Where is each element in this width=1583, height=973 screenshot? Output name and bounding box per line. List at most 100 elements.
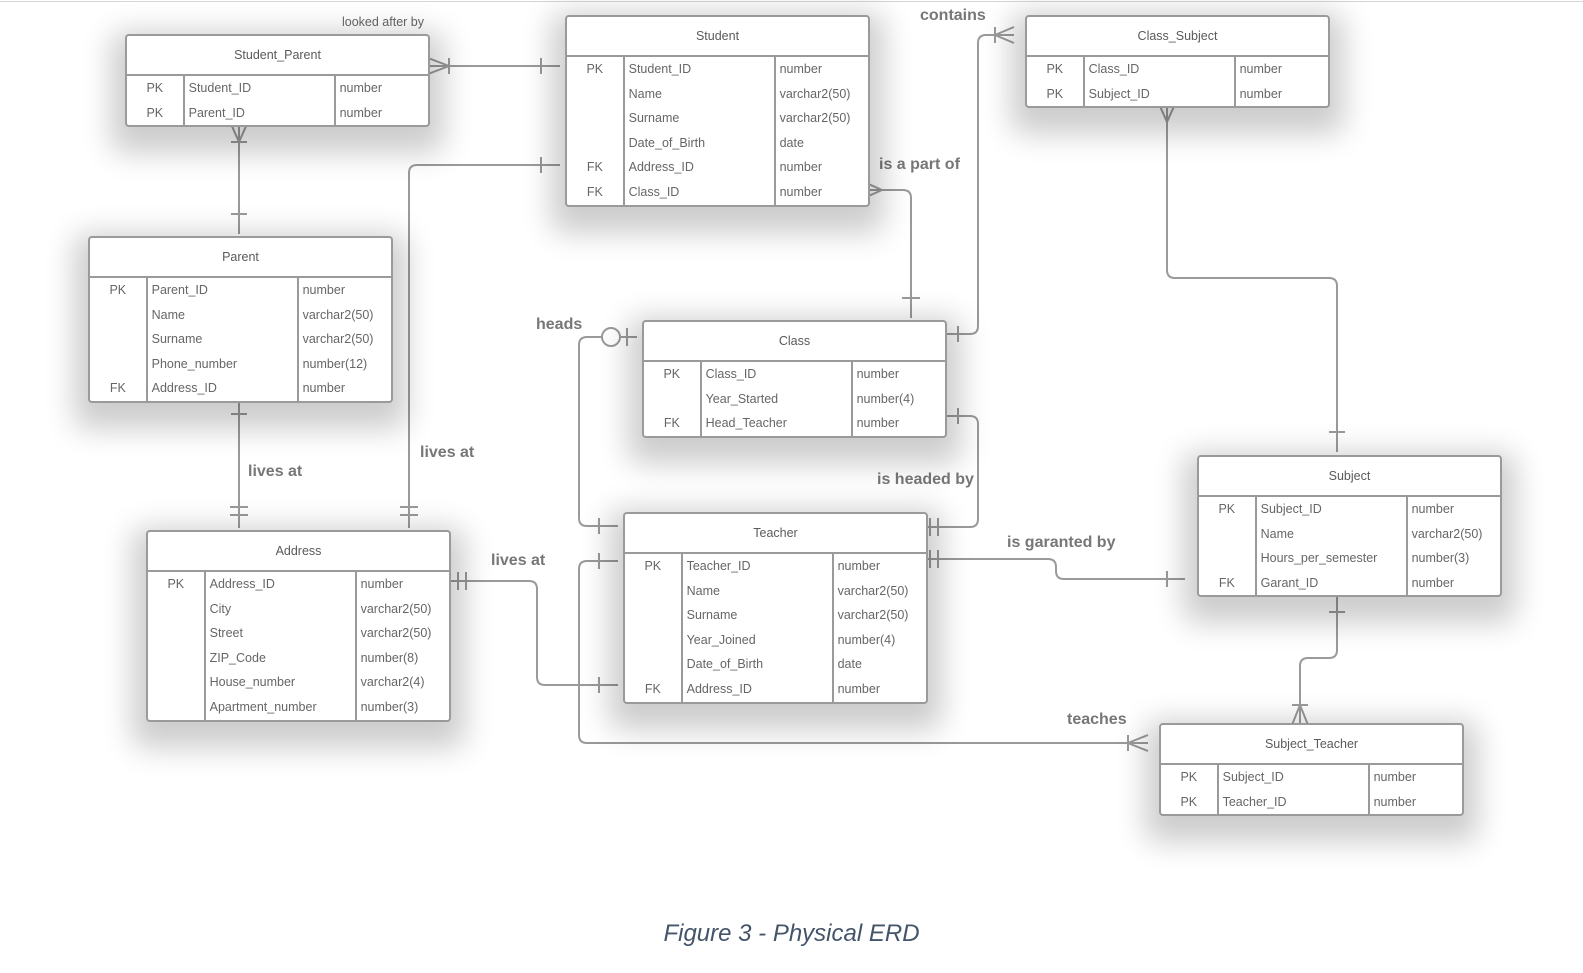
relation-label-is-garanted-by: is garanted by bbox=[1007, 534, 1116, 551]
attribute-type: number bbox=[856, 416, 899, 431]
connector-class-teacher-headedby bbox=[920, 415, 979, 528]
attribute-type: number bbox=[837, 681, 880, 696]
attribute-name: Class_ID bbox=[625, 179, 776, 205]
relation-label-looked-after-by: looked after by bbox=[342, 15, 424, 29]
figure-caption: Figure 3 - Physical ERD bbox=[663, 920, 920, 947]
connector-classsubject-class bbox=[940, 34, 1014, 335]
attribute-name: Name bbox=[625, 81, 776, 107]
attribute-type: date bbox=[779, 135, 804, 150]
attribute-type: number bbox=[1411, 502, 1454, 516]
attribute-type: number bbox=[339, 81, 382, 95]
relation-label-heads: heads bbox=[536, 316, 583, 333]
attribute-name: Class_ID bbox=[1085, 57, 1236, 82]
attribute-type: number bbox=[1411, 575, 1454, 590]
connector-student-address bbox=[408, 164, 560, 528]
top-divider bbox=[0, 1, 1583, 2]
attribute-type: number bbox=[360, 577, 403, 591]
connector-subject-subjectteacher bbox=[1299, 590, 1338, 725]
entity-title: Student bbox=[567, 17, 868, 57]
attribute-type: number bbox=[1239, 86, 1282, 101]
entity-title: Student_Parent bbox=[127, 36, 428, 76]
attribute-name: Parent_ID bbox=[185, 100, 336, 126]
key-cell bbox=[1199, 546, 1257, 571]
key-cell bbox=[567, 81, 625, 107]
attribute-name: Street bbox=[206, 621, 357, 646]
key-cell: FK bbox=[567, 179, 625, 205]
attribute-name: ZIP_Code bbox=[206, 645, 357, 671]
connector-teacher-address bbox=[447, 580, 618, 686]
key-cell bbox=[644, 386, 702, 412]
attribute-name: Student_ID bbox=[185, 76, 336, 101]
key-cell: PK bbox=[567, 57, 625, 82]
key-cell bbox=[567, 106, 625, 131]
attribute-type: number(4) bbox=[856, 391, 915, 406]
attribute-name: Subject_ID bbox=[1219, 765, 1370, 790]
attribute-type: number(3) bbox=[360, 699, 419, 714]
attribute-type: number(4) bbox=[837, 632, 896, 647]
attribute-type: varchar2(50) bbox=[837, 608, 909, 623]
crowfoot-cs-subject bbox=[1158, 103, 1176, 125]
attribute-type: varchar2(50) bbox=[837, 583, 909, 598]
attribute-type: date bbox=[837, 657, 862, 672]
attribute-type: number bbox=[302, 283, 345, 297]
attribute-name: Parent_ID bbox=[148, 278, 299, 303]
attribute-type: varchar2(50) bbox=[779, 111, 851, 126]
attribute-name: House_number bbox=[206, 670, 357, 695]
key-cell: FK bbox=[644, 411, 702, 436]
attribute-name: Garant_ID bbox=[1257, 570, 1408, 596]
key-cell bbox=[567, 130, 625, 156]
key-cell: PK bbox=[644, 362, 702, 387]
connector-teacher-subject bbox=[920, 558, 1185, 580]
key-cell bbox=[148, 694, 206, 720]
key-cell bbox=[148, 645, 206, 671]
attribute-name: Address_ID bbox=[625, 155, 776, 180]
key-cell: PK bbox=[90, 278, 148, 303]
attribute-type: varchar2(50) bbox=[360, 601, 432, 616]
key-cell bbox=[148, 596, 206, 622]
entity-title: Class_Subject bbox=[1027, 17, 1328, 57]
key-cell: FK bbox=[567, 155, 625, 180]
attribute-type: number(3) bbox=[1411, 551, 1470, 566]
attribute-name: Subject_ID bbox=[1257, 497, 1408, 522]
entity-title: Subject_Teacher bbox=[1161, 725, 1462, 765]
key-cell: PK bbox=[1161, 789, 1219, 815]
key-cell: PK bbox=[1199, 497, 1257, 522]
key-cell bbox=[148, 621, 206, 646]
attribute-type: varchar2(50) bbox=[302, 332, 374, 347]
attribute-name: Student_ID bbox=[625, 57, 776, 82]
entity-title: Class bbox=[644, 322, 945, 362]
key-cell: FK bbox=[90, 376, 148, 401]
attribute-name: Name bbox=[1257, 521, 1408, 547]
attribute-type: number bbox=[1239, 62, 1282, 76]
entity-title: Teacher bbox=[625, 514, 926, 554]
attribute-type: varchar2(50) bbox=[360, 626, 432, 641]
entity-title: Address bbox=[148, 532, 449, 572]
attribute-type: number bbox=[1373, 770, 1416, 784]
key-cell: PK bbox=[127, 100, 185, 126]
attribute-name: Subject_ID bbox=[1085, 81, 1236, 107]
crowfoot-student-class bbox=[863, 181, 885, 199]
